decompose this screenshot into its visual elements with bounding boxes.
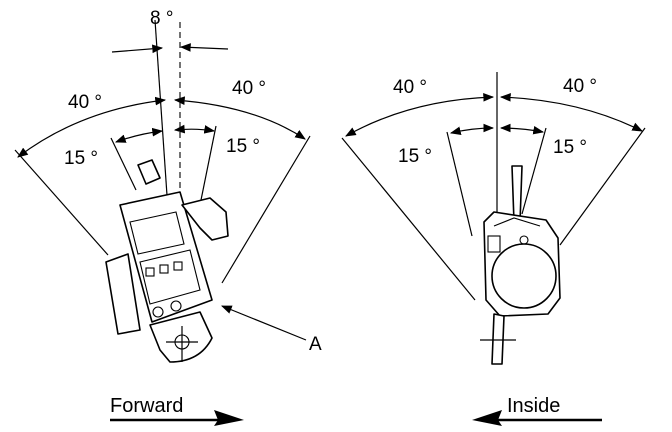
left-angle-top-label: 8 ° <box>150 8 173 29</box>
left-sensor-window <box>129 211 185 255</box>
left-angle-right-inner-label: 15 ° <box>226 136 260 157</box>
right-sensor-component <box>480 165 561 365</box>
left-angle-left-outer-label: 40 ° <box>68 92 102 113</box>
left-sensor-mounting-tab <box>149 311 213 363</box>
left-sensor-slot-2 <box>159 264 169 274</box>
right-sensor-bracket <box>511 165 523 223</box>
left-angle-right-outer-label: 40 ° <box>232 78 266 99</box>
left-40deg-boundary-left <box>14 149 109 256</box>
right-sensor-lower-bracket <box>491 313 505 365</box>
left-sensor-slot-1 <box>145 267 155 277</box>
right-sensor-side-detail <box>487 235 501 253</box>
left-sensor-hole-1 <box>152 306 164 318</box>
inside-label: Inside <box>507 395 560 417</box>
left-sensor-panel <box>139 249 201 305</box>
right-40deg-arc-right <box>499 93 643 132</box>
callout-a-label: A <box>309 334 322 355</box>
callout-a-leader-line <box>220 305 307 341</box>
left-sensor-slot-3 <box>173 261 183 271</box>
right-sensor-round-body <box>491 243 557 309</box>
right-angle-right-outer-label: 40 ° <box>563 76 597 97</box>
left-sensor-connector <box>181 197 229 241</box>
right-15deg-boundary-right <box>521 127 547 215</box>
right-angle-left-inner-label: 15 ° <box>398 146 432 167</box>
right-40deg-boundary-left <box>341 137 476 301</box>
left-8deg-arrow-left <box>111 44 164 54</box>
left-40deg-boundary-right <box>221 135 311 284</box>
left-view: 8 ° 40 ° 40 ° 15 ° 15 ° <box>14 8 322 426</box>
forward-arrow-icon <box>214 410 244 426</box>
right-40deg-boundary-right <box>559 127 646 246</box>
right-view: 40 ° 40 ° 15 ° 15 ° Inside <box>341 72 646 426</box>
right-15deg-arc-left <box>449 123 495 135</box>
right-15deg-boundary-left <box>446 131 473 237</box>
left-sensor-main-body <box>119 191 213 323</box>
inside-arrow-icon <box>472 410 502 426</box>
left-40deg-arc-left <box>17 96 167 158</box>
right-40deg-arc-left <box>345 93 495 137</box>
left-sensor-hole-2 <box>170 300 182 312</box>
left-8deg-arrow-right <box>179 43 229 52</box>
left-angle-left-inner-label: 15 ° <box>64 148 98 169</box>
left-sensor-component <box>105 159 229 363</box>
left-15deg-arc-right <box>173 124 216 134</box>
right-15deg-arc-right <box>499 123 545 135</box>
right-angle-left-outer-label: 40 ° <box>393 77 427 98</box>
left-sensor-top-tab <box>137 159 161 185</box>
left-15deg-boundary-right <box>199 125 217 206</box>
right-angle-right-inner-label: 15 ° <box>553 137 587 158</box>
right-sensor-screw <box>519 235 529 245</box>
right-sensor-top-edge <box>493 217 541 227</box>
left-15deg-boundary-left <box>110 137 137 191</box>
forward-label: Forward <box>110 395 183 417</box>
left-sensor-side-plate <box>105 253 141 335</box>
left-15deg-arc-left <box>114 127 164 143</box>
left-40deg-arc-right <box>173 96 306 140</box>
